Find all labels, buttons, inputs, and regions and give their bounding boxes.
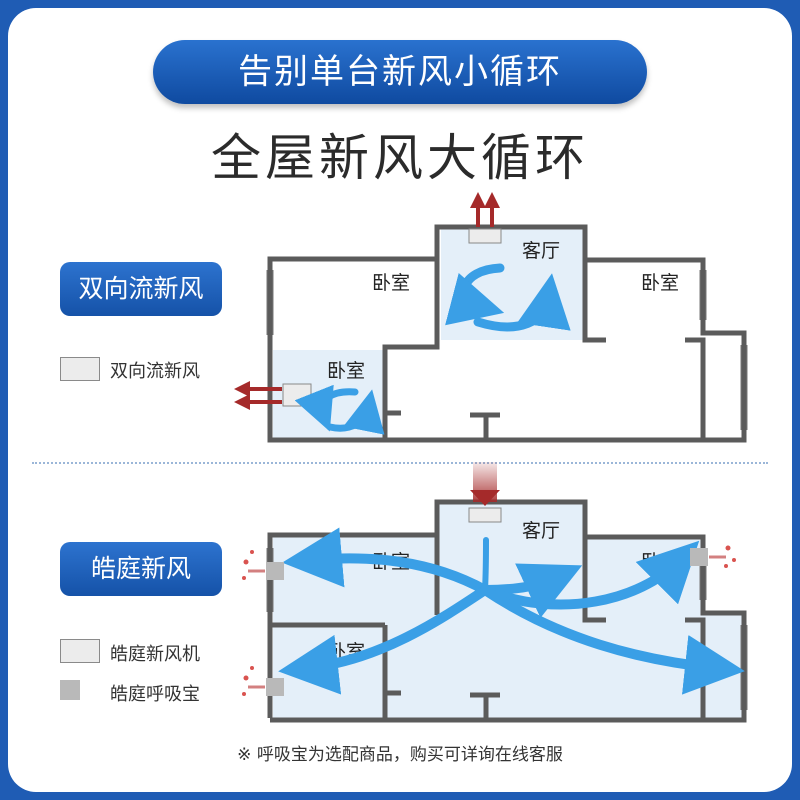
room-label-bedroom-right-top: 卧室 [641, 272, 679, 294]
airflow-cycle-living-top [445, 263, 571, 332]
breathing-box-icon-left-upper [266, 562, 284, 580]
legend-swatch-device [60, 357, 100, 381]
exhaust-puffs-bottom [248, 555, 726, 689]
walls-top [267, 224, 747, 443]
breathing-box-icon-left-lower [266, 678, 284, 696]
exhaust-arrows-side-top [234, 381, 282, 410]
section-badge-haoting: 皓庭新风 [60, 542, 222, 596]
bidirectional-unit-icon [282, 383, 312, 407]
floorplan-top: 客厅 卧室 卧室 卧室 [234, 192, 748, 443]
main-title: 全屋新风大循环 [211, 129, 589, 187]
room-label-living-top: 客厅 [522, 240, 560, 262]
fresh-air-unit-icon-top [468, 228, 502, 244]
airflow-cycle-small-top [294, 384, 385, 435]
exhaust-dots-bottom [242, 545, 736, 696]
footnote: ※ 呼吸宝为选配商品，购买可详询在线客服 [237, 745, 563, 765]
header-pill: 告别单台新风小循环 [153, 40, 647, 104]
fresh-air-unit-icon-bottom [468, 507, 502, 523]
floorplan-bottom: 客厅 卧室 卧室 卧室 [242, 462, 748, 723]
exhaust-arrows-top [470, 192, 500, 227]
room-label-bedroom-small-top: 卧室 [327, 360, 365, 382]
room-label-living-bottom: 客厅 [522, 520, 560, 542]
airflow-radiating-bottom [278, 527, 745, 695]
legend-label-breathing-box: 皓庭呼吸宝 [110, 684, 200, 705]
room-label-bedroom-left-top: 卧室 [372, 272, 410, 294]
breathing-box-icon-right [690, 548, 708, 566]
legend-swatch-breathing-box [60, 680, 80, 700]
legend-label-fresh-air-unit: 皓庭新风机 [110, 644, 200, 665]
legend-swatch-fresh-air-unit [60, 639, 100, 663]
section-badge-bidirectional: 双向流新风 [60, 262, 222, 316]
section-divider [32, 462, 768, 464]
legend-label-bidirectional: 双向流新风 [110, 361, 200, 382]
